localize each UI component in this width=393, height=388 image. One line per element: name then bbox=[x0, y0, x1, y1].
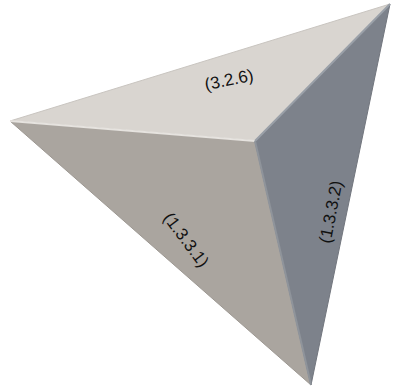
ridge-edge bbox=[255, 4, 390, 141]
ridge-edge bbox=[255, 141, 311, 385]
ridge-edge bbox=[10, 121, 255, 141]
right-face bbox=[255, 4, 390, 385]
